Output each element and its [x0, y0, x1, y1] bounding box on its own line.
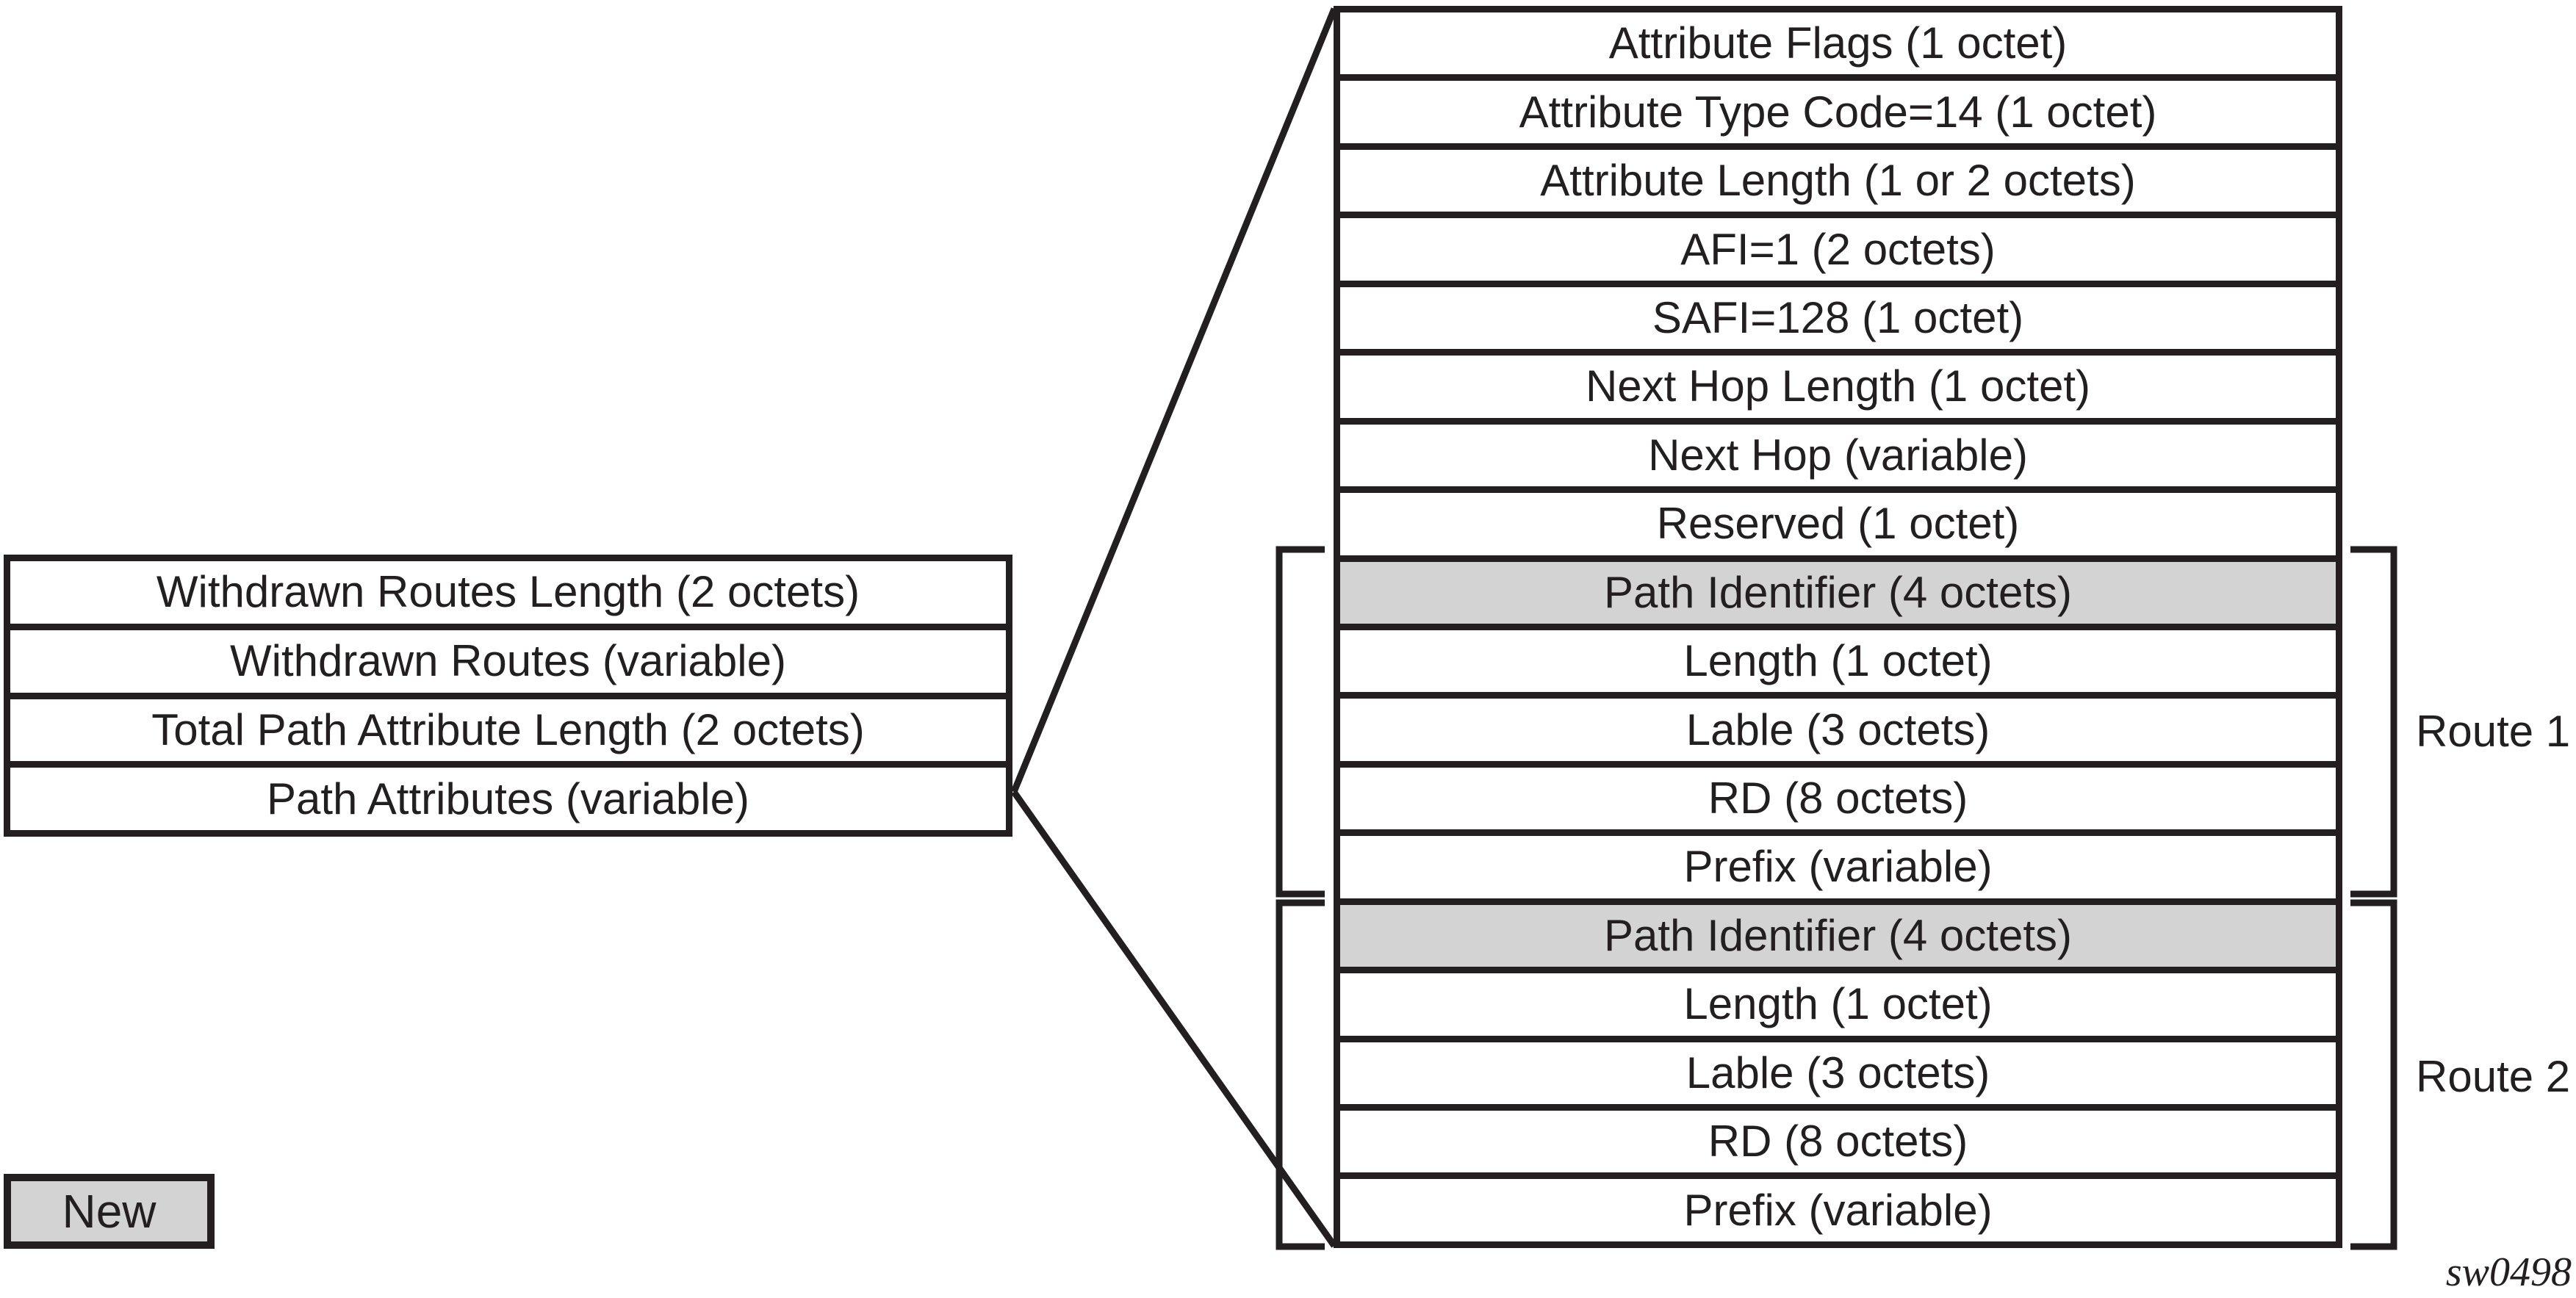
field-row: Reserved (1 octet)	[1340, 493, 2336, 562]
route2-right-bracket	[2350, 899, 2397, 1250]
field-row: Prefix (variable)	[1340, 1179, 2336, 1241]
field-row: Length (1 octet)	[1340, 973, 2336, 1042]
route1-left-bracket	[1276, 546, 1325, 898]
route1-label: Route 1	[2416, 707, 2571, 756]
field-row-new: Path Identifier (4 octets)	[1340, 561, 2336, 630]
field-row: Total Path Attribute Length (2 octets)	[10, 699, 1006, 768]
field-row: Length (1 octet)	[1340, 630, 2336, 699]
field-row: Lable (3 octets)	[1340, 1042, 2336, 1111]
path-attribute-box: Attribute Flags (1 octet) Attribute Type…	[1334, 6, 2342, 1248]
field-row: Attribute Type Code=14 (1 octet)	[1340, 81, 2336, 150]
field-row: Attribute Length (1 or 2 octets)	[1340, 149, 2336, 219]
field-row: Withdrawn Routes Length (2 octets)	[10, 561, 1006, 630]
expansion-line-top	[1010, 7, 1338, 793]
field-row: Next Hop (variable)	[1340, 424, 2336, 494]
field-row: RD (8 octets)	[1340, 1111, 2336, 1180]
field-row: Path Attributes (variable)	[10, 768, 1006, 830]
route1-right-bracket	[2350, 546, 2397, 898]
figure-code: sw0498	[2445, 1250, 2572, 1295]
route2-label: Route 2	[2416, 1052, 2571, 1101]
field-row: Lable (3 octets)	[1340, 699, 2336, 768]
field-row: SAFI=128 (1 octet)	[1340, 286, 2336, 356]
field-row: Attribute Flags (1 octet)	[1340, 12, 2336, 82]
update-message-box: Withdrawn Routes Length (2 octets) Withd…	[4, 555, 1012, 837]
field-row: AFI=1 (2 octets)	[1340, 218, 2336, 287]
field-row: RD (8 octets)	[1340, 767, 2336, 837]
route2-left-bracket	[1276, 899, 1325, 1250]
field-row: Withdrawn Routes (variable)	[10, 630, 1006, 699]
field-row: Next Hop Length (1 octet)	[1340, 356, 2336, 425]
legend-new-box: New	[4, 1174, 215, 1249]
field-row-new: Path Identifier (4 octets)	[1340, 904, 2336, 974]
field-row: Prefix (variable)	[1340, 836, 2336, 905]
expansion-line-bottom	[1011, 790, 1337, 1248]
